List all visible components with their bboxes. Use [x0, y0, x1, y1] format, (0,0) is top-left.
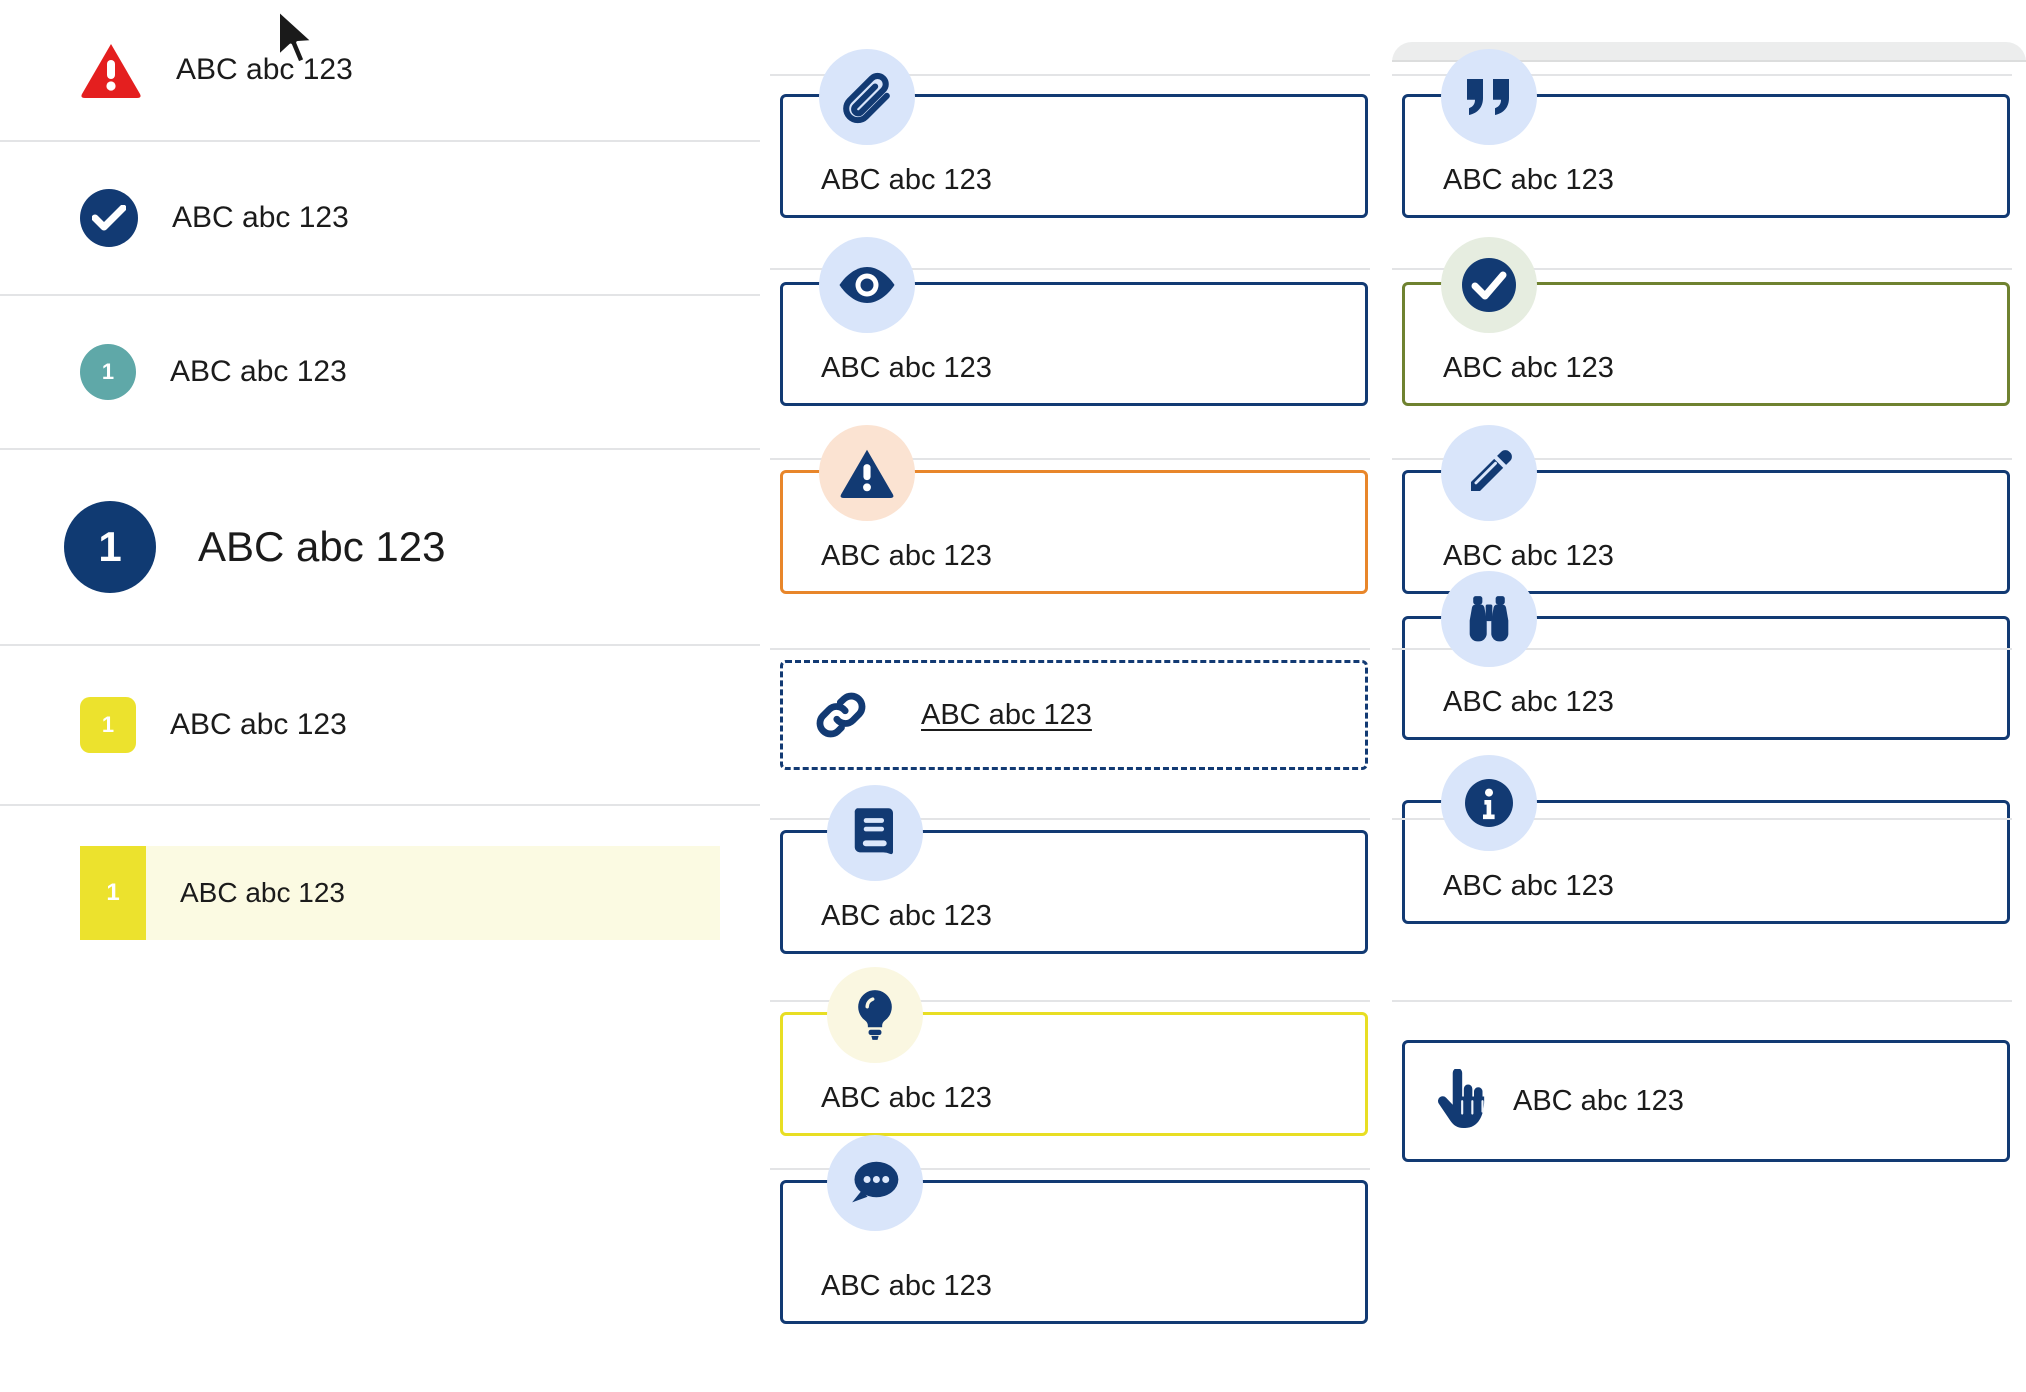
- card-link[interactable]: ABC abc 123: [780, 660, 1368, 770]
- list-item[interactable]: 1 ABC abc 123: [0, 296, 760, 450]
- card-edit[interactable]: ABC abc 123: [1402, 425, 2010, 594]
- card-label: ABC abc 123: [821, 540, 992, 572]
- card-body: ABC abc 123: [1402, 425, 2010, 594]
- background-rule: [1392, 1000, 2012, 1002]
- card-tip[interactable]: ABC abc 123: [780, 967, 1368, 1136]
- badge-number: 1: [101, 359, 115, 384]
- background-rule: [1392, 268, 2012, 270]
- card-link-label[interactable]: ABC abc 123: [921, 698, 1092, 731]
- card-body: ABC abc 123: [780, 785, 1368, 954]
- card-body: ABC abc 123: [1402, 49, 2010, 218]
- status-list: ABC abc 123 ABC abc 123 1 ABC abc 123 1 …: [0, 0, 760, 980]
- background-rule: [1392, 458, 2012, 460]
- pencil-icon: [1441, 425, 1537, 521]
- list-item-label-large: ABC abc 123: [198, 523, 446, 570]
- card-body: ABC abc 123: [1402, 755, 2010, 924]
- card-body: ABC abc 123: [780, 1135, 1368, 1324]
- card-action[interactable]: ABC abc 123: [1402, 1040, 2010, 1162]
- number-badge-blue-large: 1: [64, 501, 156, 593]
- list-item-label: ABC abc 123: [172, 201, 349, 234]
- list-item[interactable]: ABC abc 123: [0, 142, 760, 296]
- eye-icon: [819, 237, 915, 333]
- card-body: ABC abc 123: [780, 237, 1368, 406]
- pointing-hand-icon: [1435, 1069, 1487, 1133]
- card-explore[interactable]: ABC abc 123: [1402, 571, 2010, 740]
- badge-number: 1: [106, 879, 120, 906]
- list-item-highlighted[interactable]: 1 ABC abc 123: [80, 846, 720, 940]
- binoculars-icon: [1441, 571, 1537, 667]
- card-quote[interactable]: ABC abc 123: [1402, 49, 2010, 218]
- comment-icon: [827, 1135, 923, 1231]
- info-icon: [1441, 755, 1537, 851]
- background-rule: [1392, 74, 2012, 76]
- background-rule: [770, 1000, 1370, 1002]
- card-label: ABC abc 123: [821, 164, 992, 196]
- paperclip-icon: [819, 49, 915, 145]
- list-item[interactable]: 1 ABC abc 123: [0, 450, 760, 646]
- card-label: ABC abc 123: [821, 352, 992, 384]
- warning-triangle-icon: [80, 42, 142, 98]
- book-icon: [827, 785, 923, 881]
- background-panel-divider: [1392, 60, 2026, 62]
- card-label: ABC abc 123: [1443, 686, 1614, 718]
- background-rule: [770, 458, 1370, 460]
- list-item[interactable]: ABC abc 123: [0, 0, 760, 142]
- card-label: ABC abc 123: [821, 1270, 992, 1302]
- badge-number: 1: [98, 523, 122, 570]
- card-label: ABC abc 123: [1443, 352, 1614, 384]
- list-item-label: ABC abc 123: [176, 53, 353, 86]
- check-circle-icon: [1441, 237, 1537, 333]
- card-body: ABC abc 123: [780, 967, 1368, 1136]
- card-label: ABC abc 123: [1443, 164, 1614, 196]
- list-item[interactable]: 1 ABC abc 123: [0, 646, 760, 806]
- list-item-highlighted-wrapper: 1 ABC abc 123: [0, 806, 760, 980]
- quote-icon: [1441, 49, 1537, 145]
- background-rule: [1392, 818, 2012, 820]
- badge-number: 1: [101, 712, 115, 737]
- card-body: ABC abc 123: [1402, 237, 2010, 406]
- background-panel-edge: [1392, 42, 2026, 62]
- lightbulb-icon: [827, 967, 923, 1063]
- number-badge-teal: 1: [80, 344, 136, 400]
- card-body: ABC abc 123: [1402, 571, 2010, 740]
- background-rule: [770, 268, 1370, 270]
- number-badge-yellow-bar: 1: [80, 846, 146, 940]
- list-item-label: ABC abc 123: [170, 708, 347, 741]
- link-icon: [813, 687, 869, 743]
- card-attachment[interactable]: ABC abc 123: [780, 49, 1368, 218]
- card-comment[interactable]: ABC abc 123: [780, 1135, 1368, 1324]
- background-rule: [770, 818, 1370, 820]
- background-rule: [770, 648, 1370, 650]
- list-item-label: ABC abc 123: [170, 355, 347, 388]
- list-item-label: ABC abc 123: [180, 877, 345, 908]
- card-body: ABC abc 123: [780, 660, 1368, 770]
- card-body: ABC abc 123: [780, 49, 1368, 218]
- card-info[interactable]: ABC abc 123: [1402, 755, 2010, 924]
- card-success[interactable]: ABC abc 123: [1402, 237, 2010, 406]
- card-body: ABC abc 123: [780, 425, 1368, 594]
- card-body: ABC abc 123: [1402, 1040, 2010, 1162]
- mouse-pointer: [276, 8, 322, 75]
- number-badge-yellow: 1: [80, 697, 136, 753]
- background-rule: [770, 1168, 1370, 1170]
- card-warning[interactable]: ABC abc 123: [780, 425, 1368, 594]
- card-documentation[interactable]: ABC abc 123: [780, 785, 1368, 954]
- background-rule: [770, 74, 1370, 76]
- card-label: ABC abc 123: [1443, 540, 1614, 572]
- card-visibility[interactable]: ABC abc 123: [780, 237, 1368, 406]
- background-rule: [1392, 648, 2012, 650]
- card-label: ABC abc 123: [1513, 1084, 1684, 1117]
- card-label: ABC abc 123: [1443, 870, 1614, 902]
- check-circle-icon: [80, 189, 138, 247]
- card-label: ABC abc 123: [821, 900, 992, 932]
- warning-triangle-icon: [819, 425, 915, 521]
- card-label: ABC abc 123: [821, 1082, 992, 1114]
